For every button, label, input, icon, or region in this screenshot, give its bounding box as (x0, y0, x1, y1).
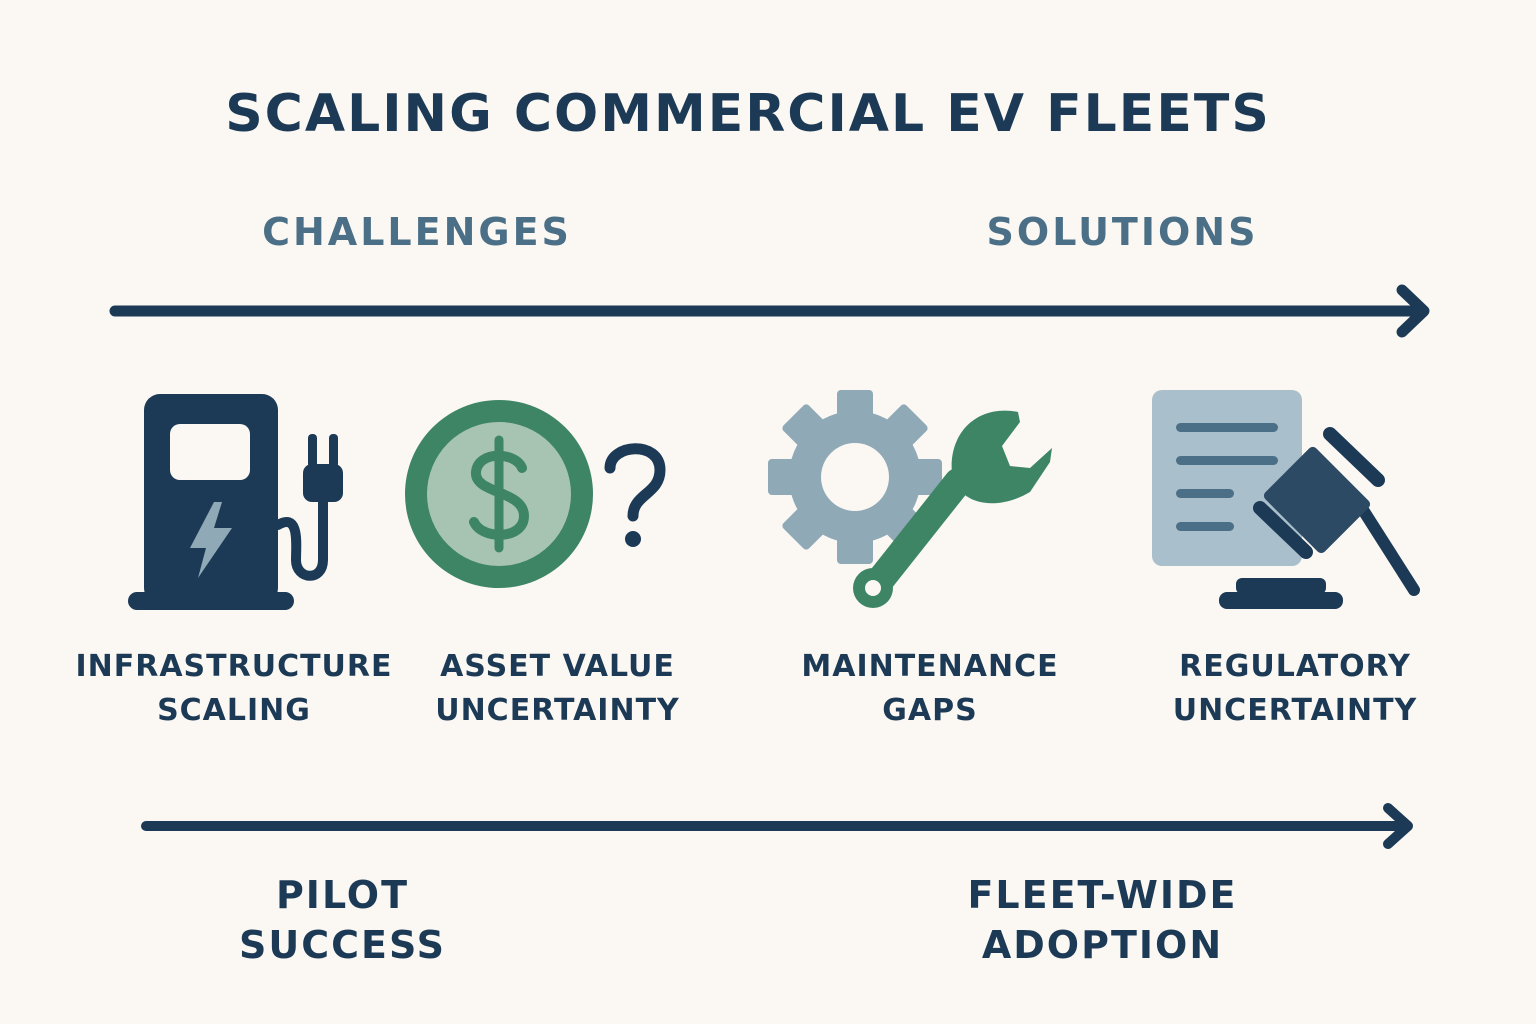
item-label-line-2: GAPS (882, 693, 978, 728)
challenges-label: CHALLENGES (262, 210, 572, 254)
item-label-line-2: UNCERTAINTY (1172, 693, 1418, 728)
item-label-line-2: UNCERTAINTY (435, 693, 680, 728)
item-label-maintenance-gaps: MAINTENANCE GAPS (790, 645, 1070, 733)
gear-wrench-icon (768, 390, 1052, 608)
solutions-label: SOLUTIONS (986, 210, 1259, 254)
item-label-line-1: INFRASTRUCTURE (75, 649, 393, 684)
stage-label-line-1: FLEET-WIDE (967, 873, 1238, 917)
document-gavel-icon (1152, 390, 1420, 609)
item-label-regulatory-uncertainty: REGULATORY UNCERTAINTY (1160, 645, 1430, 733)
item-label-line-1: ASSET VALUE (440, 649, 675, 684)
bottom-timeline-arrow (141, 803, 1413, 849)
stage-label-line-2: ADOPTION (981, 923, 1224, 967)
stage-label-line-1: PILOT (275, 873, 410, 917)
top-timeline-arrow (109, 284, 1430, 338)
ev-charger-icon (128, 394, 343, 610)
stage-label-fleet-wide-adoption: FLEET-WIDE ADOPTION (955, 870, 1250, 970)
item-label-line-1: MAINTENANCE (801, 649, 1059, 684)
dollar-coin-question-icon (405, 400, 666, 588)
page-title: SCALING COMMERCIAL EV FLEETS (225, 84, 1271, 144)
item-label-infrastructure-scaling: INFRASTRUCTURE SCALING (73, 645, 395, 733)
item-label-asset-value-uncertainty: ASSET VALUE UNCERTAINTY (420, 645, 695, 733)
stage-label-pilot-success: PILOT SUCCESS (220, 870, 465, 970)
item-label-line-1: REGULATORY (1179, 649, 1411, 684)
item-label-line-2: SCALING (157, 693, 311, 728)
stage-label-line-2: SUCCESS (239, 923, 446, 967)
